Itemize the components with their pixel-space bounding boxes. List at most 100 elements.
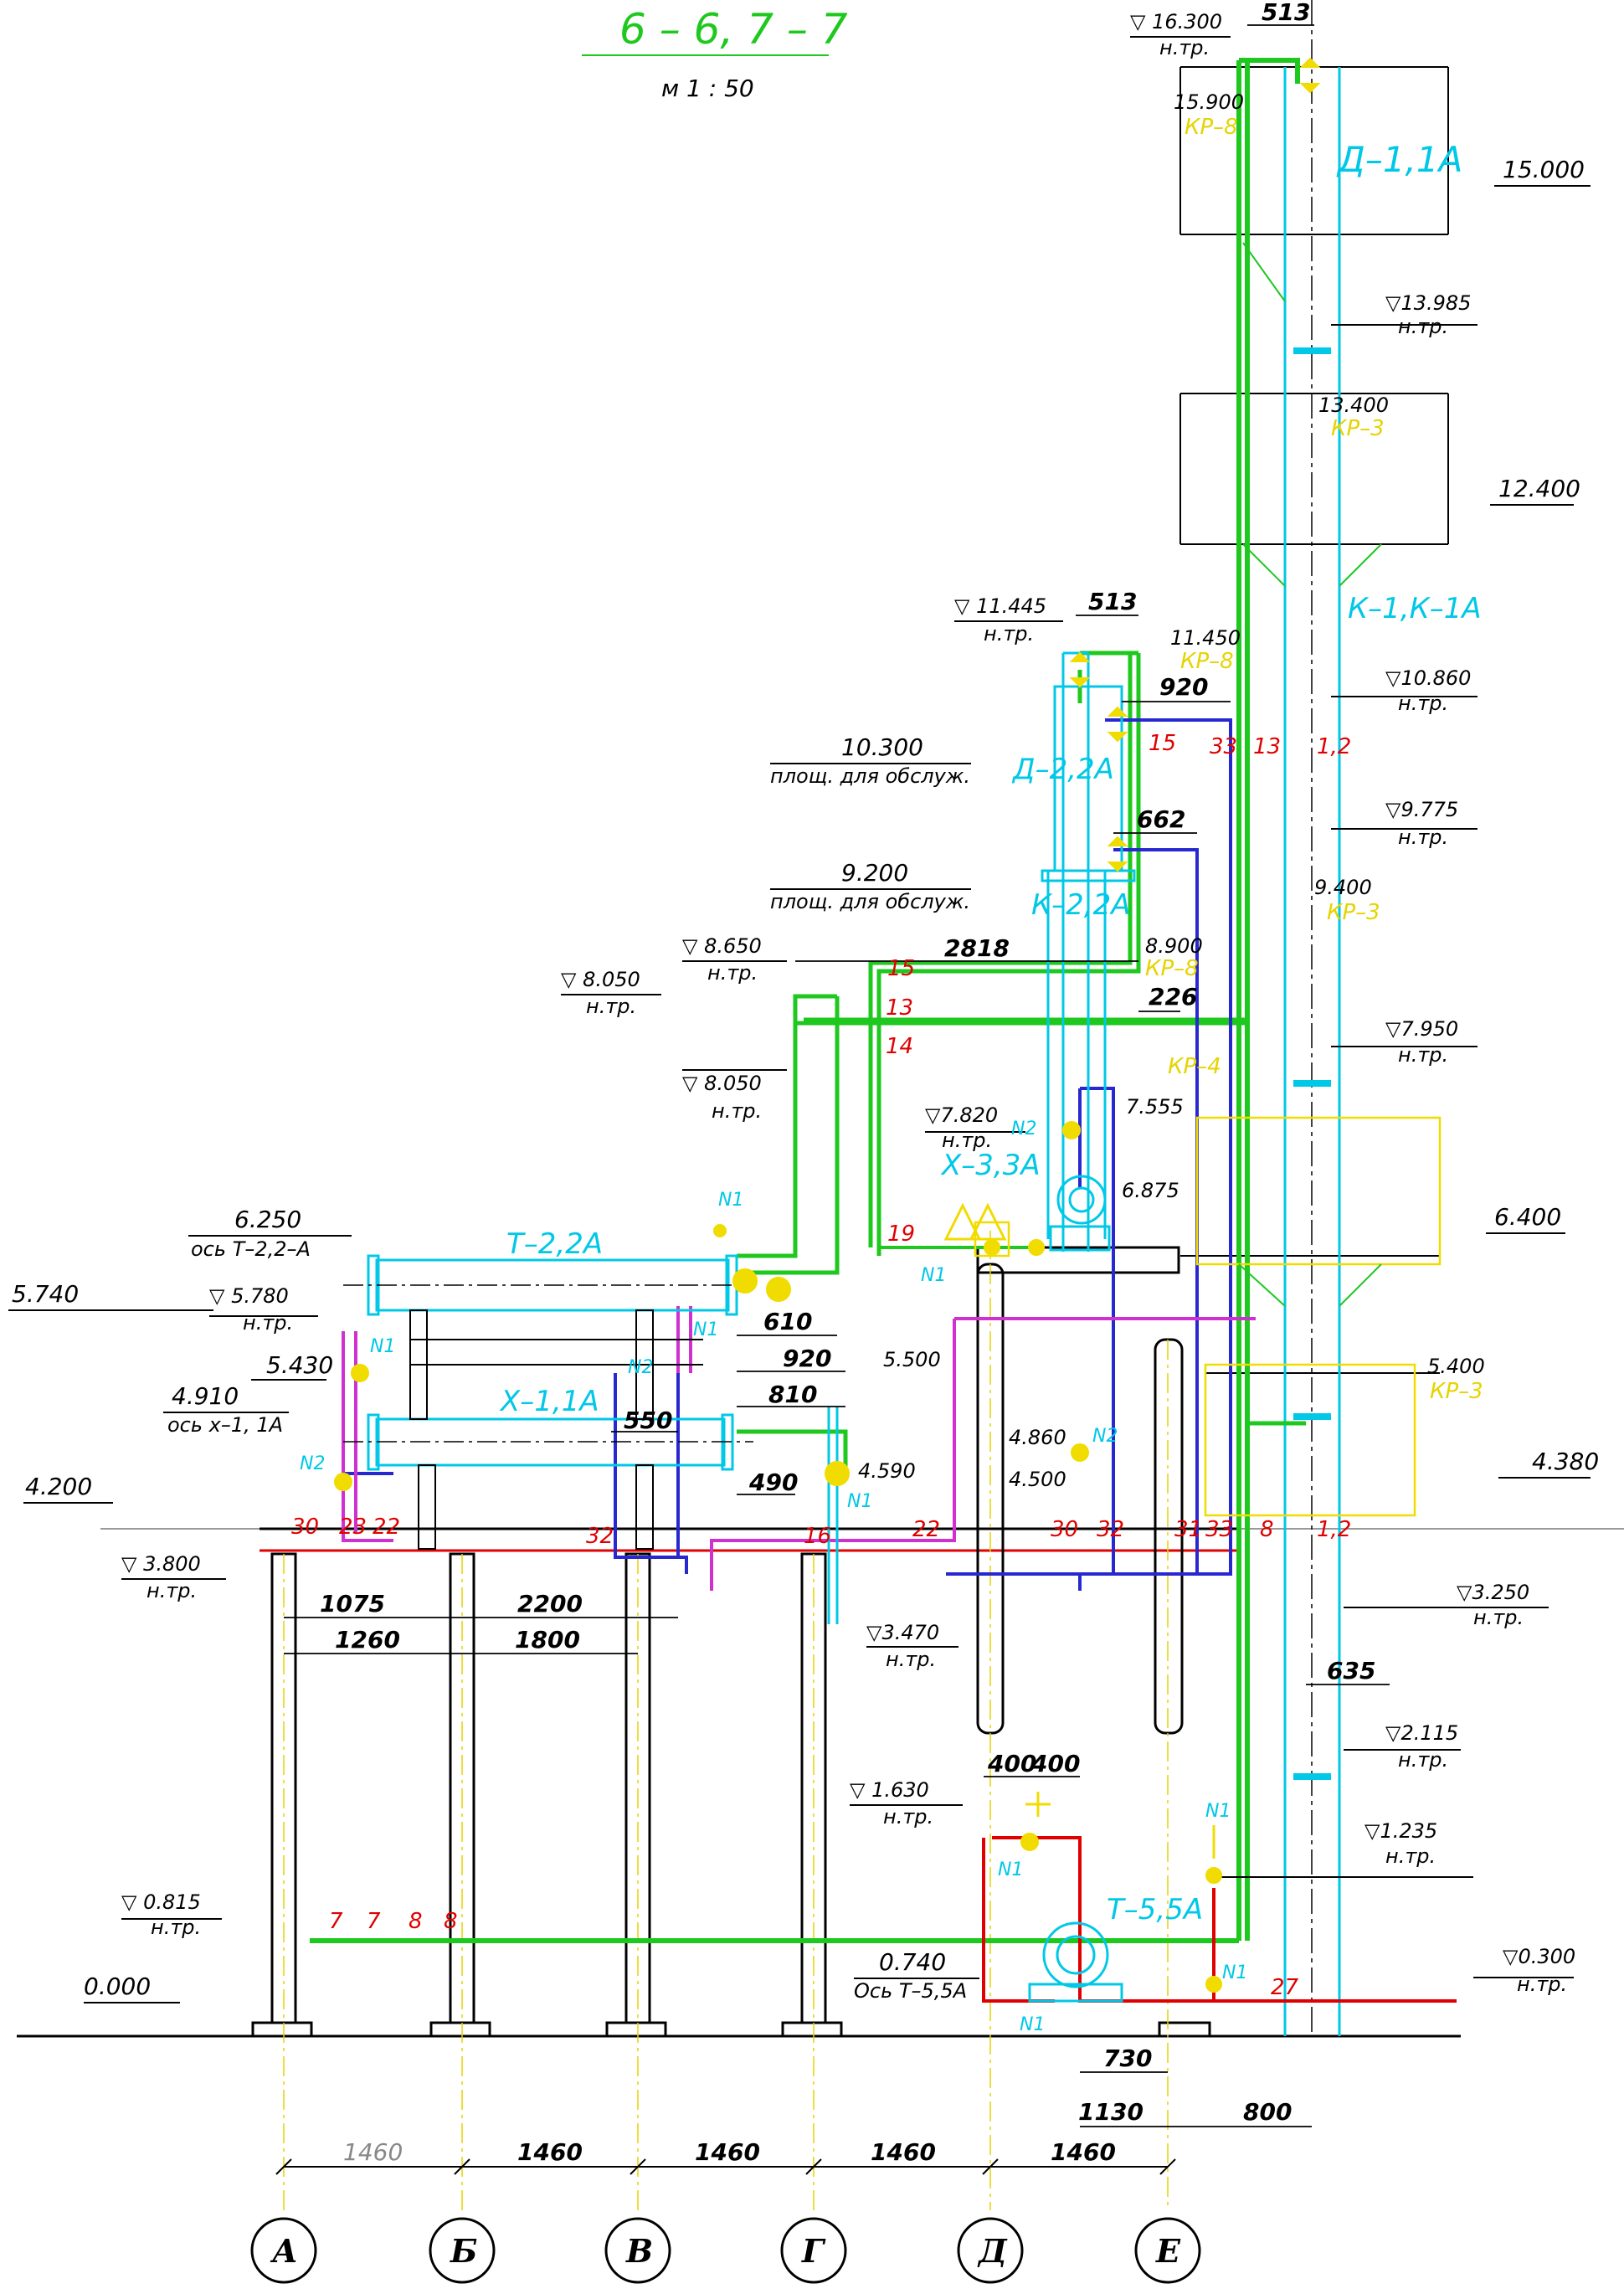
axis-spacing-3: 1460 <box>695 2138 760 2166</box>
svg-text:22: 22 <box>912 1517 940 1542</box>
elev-e19: 0.740 Ось Т–5,5А <box>854 1948 979 2003</box>
dimension-texts: 513 513 920 662 2818 226 610 920 810 550… <box>320 0 1375 2126</box>
svg-text:н.тр.: н.тр. <box>707 961 758 985</box>
svg-text:▽10.860: ▽10.860 <box>1385 666 1471 690</box>
svg-text:27: 27 <box>1271 1975 1299 2000</box>
drawing-scale: м 1 : 50 <box>661 75 754 102</box>
svg-text:1,2: 1,2 <box>1317 1517 1351 1542</box>
elev-r12: ▽0.300 н.тр. <box>1473 1945 1575 1996</box>
svg-text:н.тр.: н.тр. <box>1398 826 1448 849</box>
label-k22a: К–2,2А <box>1031 888 1130 922</box>
svg-text:площ. для обслуж.: площ. для обслуж. <box>770 890 970 913</box>
elev-e5: ▽ 8.650 н.тр. <box>682 934 787 985</box>
elev-e6: ▽ 8.050 н.тр. <box>561 968 661 1018</box>
elev-r1: 15.000 <box>1494 156 1591 187</box>
svg-text:н.тр.: н.тр. <box>1398 692 1448 715</box>
svg-text:400: 400 <box>1030 1750 1080 1777</box>
svg-text:▽ 11.445: ▽ 11.445 <box>954 594 1046 618</box>
label-x33a: Х–3,3А <box>940 1149 1041 1182</box>
svg-text:▽3.250: ▽3.250 <box>1457 1581 1529 1604</box>
pipe-numbers: 15 33 13 1,2 15 13 14 19 30 23 22 32 16 … <box>291 731 1351 2000</box>
svg-text:N1: N1 <box>1020 2014 1045 2035</box>
svg-text:1800: 1800 <box>515 1626 580 1654</box>
elev-e14: 4.200 <box>23 1473 113 1504</box>
mark-4590: 4.590 <box>858 1459 916 1483</box>
svg-text:N2: N2 <box>1011 1119 1036 1139</box>
elev-r9: ▽3.250 н.тр. <box>1344 1581 1549 1629</box>
svg-text:19: 19 <box>887 1222 915 1247</box>
svg-text:▽ 3.800: ▽ 3.800 <box>121 1552 201 1576</box>
svg-text:▽13.985: ▽13.985 <box>1385 291 1471 315</box>
svg-text:N1: N1 <box>370 1336 395 1357</box>
svg-text:N2: N2 <box>300 1453 325 1474</box>
svg-text:ось х–1, 1А: ось х–1, 1А <box>167 1413 283 1437</box>
svg-text:КР–8: КР–8 <box>1185 115 1238 140</box>
svg-text:▽ 0.815: ▽ 0.815 <box>121 1890 201 1914</box>
svg-text:7: 7 <box>367 1909 381 1934</box>
elev-e1: ▽ 16.300 н.тр. <box>1130 10 1231 59</box>
kr-mark-6: 5.400 КР–3 <box>1427 1355 1485 1404</box>
svg-text:23: 23 <box>339 1515 367 1540</box>
pump-x33a <box>1049 1175 1111 1252</box>
svg-text:▽2.115: ▽2.115 <box>1385 1721 1458 1745</box>
mark-5500: 5.500 <box>883 1348 941 1371</box>
elev-r7: 6.400 <box>1486 1203 1565 1234</box>
svg-text:н.тр.: н.тр. <box>586 995 636 1018</box>
elev-e18: ▽ 0.815 н.тр. <box>121 1890 222 1939</box>
svg-text:4.910: 4.910 <box>172 1382 239 1410</box>
pipe-green-lower-riser <box>1245 1421 1306 1941</box>
svg-text:31: 31 <box>1174 1517 1202 1542</box>
elev-e15: ▽ 3.800 н.тр. <box>121 1552 226 1602</box>
svg-text:Ось Т–5,5А: Ось Т–5,5А <box>854 1979 967 2003</box>
elev-e9: 6.250 ось Т–2,2–А <box>188 1206 352 1261</box>
svg-text:13.400: 13.400 <box>1318 393 1389 417</box>
kr-mark-4: 9.400 КР–3 <box>1314 876 1380 925</box>
svg-text:КР–3: КР–3 <box>1327 900 1380 925</box>
mark-7555: 7.555 <box>1126 1095 1184 1119</box>
svg-text:н.тр.: н.тр. <box>243 1311 293 1335</box>
elev-r11: ▽1.235 н.тр. <box>1214 1819 1473 1878</box>
drawing-title: 6 – 6, 7 – 7 <box>619 5 848 54</box>
svg-text:0.740: 0.740 <box>879 1948 946 1976</box>
bracing <box>1238 242 1382 1307</box>
svg-text:N1: N1 <box>693 1319 718 1340</box>
svg-text:16: 16 <box>804 1524 831 1549</box>
svg-text:н.тр.: н.тр. <box>1385 1844 1436 1868</box>
axis-label-a: А <box>270 2232 298 2270</box>
svg-text:5.430: 5.430 <box>266 1351 333 1379</box>
svg-text:▽ 8.650: ▽ 8.650 <box>682 934 762 958</box>
svg-text:КР–3: КР–3 <box>1430 1379 1483 1404</box>
svg-text:н.тр.: н.тр. <box>883 1805 933 1829</box>
kr-mark-7: КР–4 <box>1168 1054 1221 1079</box>
elev-e2: ▽ 11.445 н.тр. <box>954 594 1063 646</box>
svg-text:2200: 2200 <box>517 1590 583 1618</box>
axis-bubble-g: Г <box>780 2217 847 2284</box>
svg-text:32: 32 <box>586 1524 614 1549</box>
svg-text:662: 662 <box>1137 805 1185 833</box>
svg-text:КР–8: КР–8 <box>1180 649 1234 674</box>
elev-e10: 5.740 <box>8 1280 213 1311</box>
svg-text:1130: 1130 <box>1078 2098 1143 2126</box>
elev-e11: ▽ 5.780 н.тр. <box>209 1284 318 1335</box>
elev-e3: 10.300 площ. для обслуж. <box>770 733 971 788</box>
svg-text:н.тр.: н.тр. <box>886 1648 936 1671</box>
kr-mark-2: 13.400 КР–3 <box>1318 393 1389 441</box>
pipe-green-main-riser <box>310 58 1300 1943</box>
svg-text:800: 800 <box>1243 2098 1292 2126</box>
elev-e8: ▽7.820 н.тр. <box>925 1103 1025 1152</box>
svg-text:550: 550 <box>624 1407 672 1434</box>
elev-r10: ▽2.115 н.тр. <box>1344 1721 1461 1772</box>
kr-mark-3: 11.450 КР–8 <box>1170 626 1241 674</box>
pipe-green-x1-run <box>737 1429 848 1474</box>
svg-text:КР–4: КР–4 <box>1168 1054 1221 1079</box>
pipe-blue-d-axis <box>988 1572 1082 1591</box>
axis-bubble-d: Д <box>957 2217 1024 2284</box>
svg-text:513: 513 <box>1088 588 1137 615</box>
svg-text:▽0.300: ▽0.300 <box>1503 1945 1575 1968</box>
column-k1-outline <box>1283 67 1341 2036</box>
svg-text:н.тр.: н.тр. <box>984 622 1034 646</box>
axis-spacing-2: 1460 <box>517 2138 583 2166</box>
dimension-lines <box>284 24 1390 2127</box>
svg-text:490: 490 <box>748 1468 798 1496</box>
mark-4500: 4.500 <box>1009 1468 1066 1491</box>
